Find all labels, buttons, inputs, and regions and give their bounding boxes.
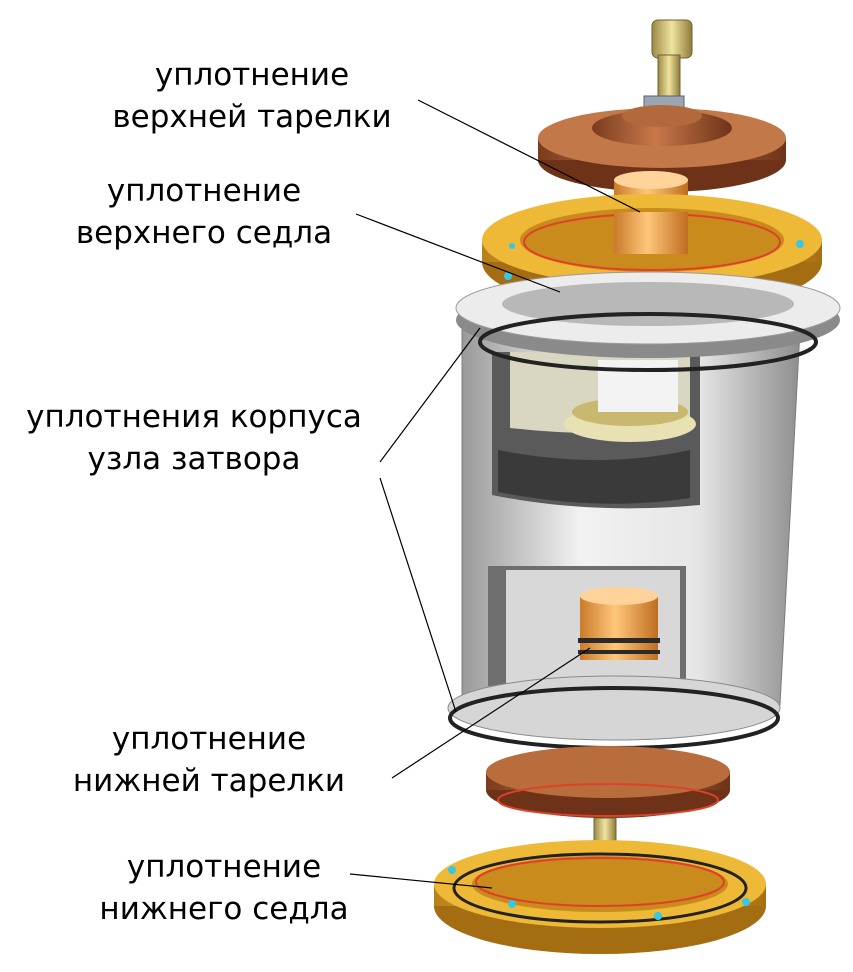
label-upper-seat-seal-line1: уплотнение bbox=[106, 173, 302, 209]
label-upper-seat-seal-line2: верхнего седла bbox=[75, 215, 333, 251]
label-lower-disc-seal: уплотнение нижней тарелки bbox=[56, 718, 362, 802]
label-lower-disc-seal-line1: уплотнение bbox=[111, 721, 307, 757]
lower-disc-part bbox=[486, 746, 730, 818]
leader-line-lower-disc bbox=[391, 647, 591, 779]
leader-line-upper-seat bbox=[355, 213, 561, 293]
lower-seat-part bbox=[434, 840, 766, 954]
valve-body-part bbox=[447, 271, 841, 750]
upper-disc-part bbox=[538, 105, 786, 192]
label-upper-disc-seal-line1: уплотнение bbox=[154, 57, 350, 93]
leader-lines bbox=[349, 99, 641, 889]
leader-line-upper-disc bbox=[417, 99, 641, 213]
label-body-seals-line1: уплотнения корпуса bbox=[26, 399, 362, 435]
label-lower-seat-seal: уплотнение нижнего седла bbox=[82, 846, 366, 930]
label-upper-disc-seal: уплотнение верхней тарелки bbox=[96, 54, 408, 138]
label-lower-seat-seal-line2: нижнего седла bbox=[99, 891, 349, 927]
label-lower-disc-seal-line2: нижней тарелки bbox=[72, 763, 346, 799]
label-lower-seat-seal-line1: уплотнение bbox=[126, 849, 322, 885]
label-body-seals: уплотнения корпуса узла затвора bbox=[8, 396, 380, 480]
label-upper-seat-seal: уплотнение верхнего седла bbox=[58, 170, 350, 254]
leader-line-body-bottom bbox=[379, 477, 457, 713]
label-body-seals-line2: узла затвора bbox=[87, 441, 301, 477]
top-stem-part bbox=[643, 19, 693, 111]
label-upper-disc-seal-line2: верхней тарелки bbox=[112, 99, 392, 135]
leader-line-body-top bbox=[379, 327, 481, 463]
leader-line-lower-seat bbox=[349, 873, 493, 889]
